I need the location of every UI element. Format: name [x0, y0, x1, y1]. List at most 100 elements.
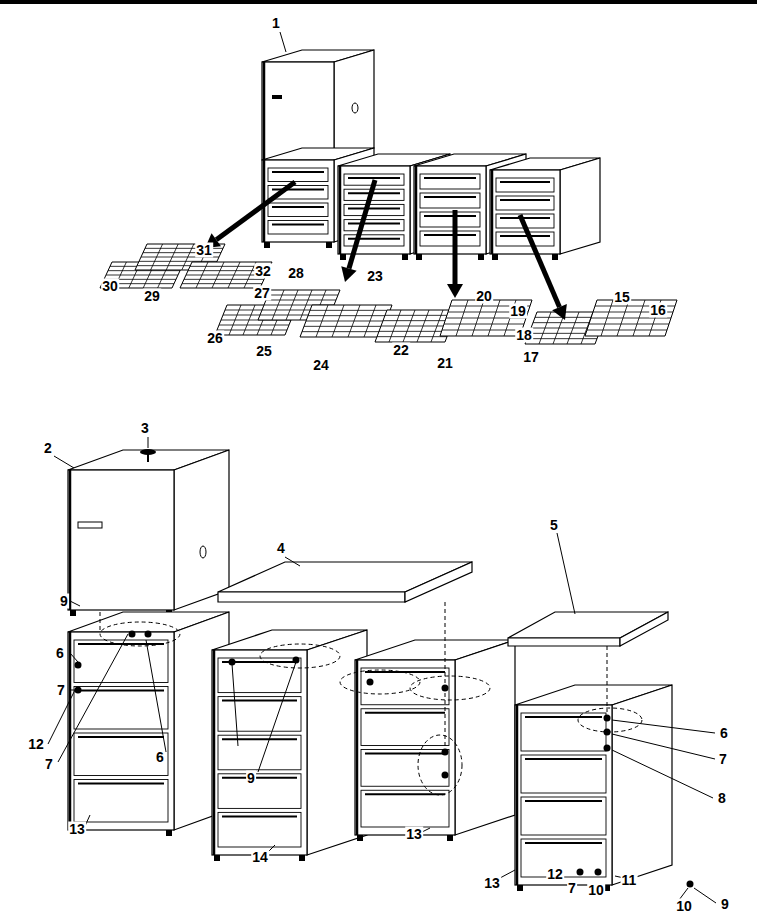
- drawer-front: [74, 733, 168, 776]
- drawer-handle: [222, 700, 297, 702]
- hardware: [604, 729, 611, 736]
- cabinet: [490, 158, 600, 260]
- callout-number: 9: [59, 594, 69, 609]
- cabinet-foot: [70, 610, 76, 616]
- cabinet-foot: [299, 855, 305, 861]
- tray-divider: [302, 331, 382, 332]
- drawer-handle: [222, 738, 297, 740]
- tray: [585, 300, 677, 336]
- drawer-front: [496, 196, 554, 210]
- callout-number: 24: [312, 358, 330, 373]
- drawer-handle: [424, 177, 476, 179]
- drawer-front: [420, 212, 480, 227]
- callout-number: 8: [717, 791, 727, 806]
- leader-line: [557, 533, 575, 614]
- cabinet-foot: [402, 254, 408, 260]
- tray-divider: [442, 330, 522, 331]
- cabinet-edge: [213, 650, 216, 855]
- leader-line: [280, 32, 286, 52]
- cabinet-foot: [214, 855, 220, 861]
- callout-number: 2: [43, 441, 53, 456]
- cabinet-front: [338, 166, 410, 254]
- pointer-arrow: [520, 215, 559, 307]
- drawer-front: [361, 750, 449, 787]
- drawer-trays: [100, 180, 677, 344]
- tray-divider: [243, 305, 255, 335]
- drawer-front: [420, 174, 480, 189]
- tray-divider: [151, 244, 163, 270]
- callout-number: 23: [366, 269, 384, 284]
- callout-number: 7: [718, 752, 728, 767]
- tray-divider: [229, 305, 241, 335]
- tray-divider: [219, 325, 289, 326]
- cabinet-foot: [326, 242, 332, 248]
- detail-cluster: [100, 622, 180, 646]
- drawer-front: [218, 735, 301, 770]
- leader-line: [70, 601, 80, 606]
- leader-line: [612, 720, 715, 733]
- tray-divider: [403, 310, 415, 342]
- hardware: [367, 679, 374, 686]
- cabinet-front: [414, 166, 486, 254]
- alignment-line: [445, 602, 446, 750]
- drawer-front: [420, 231, 480, 246]
- tray-divider: [389, 310, 401, 342]
- alignment-line: [100, 612, 101, 630]
- cabinet-front: [68, 632, 174, 830]
- drawer-handle: [525, 758, 602, 760]
- pointer-arrowhead: [341, 266, 356, 282]
- callout-number: 4: [276, 541, 286, 556]
- cabinet-front: [355, 660, 455, 835]
- cabinet-foot: [552, 254, 558, 260]
- tray-divider: [417, 310, 429, 342]
- countertop-edge: [620, 612, 668, 646]
- leader-line: [500, 870, 515, 878]
- lock: [352, 103, 358, 113]
- tray-divider: [212, 262, 224, 288]
- pointer-arrowhead: [447, 284, 463, 298]
- lock: [200, 546, 206, 558]
- alignment-line: [607, 646, 608, 712]
- tray-divider: [385, 315, 455, 316]
- cabinet-foot: [447, 835, 453, 841]
- detail-cluster: [260, 644, 340, 668]
- leader-line: [258, 662, 296, 772]
- cabinet-foot: [416, 254, 422, 260]
- tray-divider: [539, 312, 551, 344]
- leader-line: [48, 690, 75, 744]
- cabinet-edge: [69, 632, 72, 830]
- door-handle: [78, 522, 102, 528]
- tray-divider: [316, 305, 328, 337]
- drawer-front: [420, 193, 480, 208]
- drawer-front: [218, 812, 301, 847]
- callout-number: 10: [675, 899, 693, 914]
- drawer-handle: [424, 215, 476, 217]
- drawer-handle: [500, 217, 550, 219]
- callout-number: 6: [719, 726, 729, 741]
- cabinet-edge: [339, 166, 342, 254]
- callout-number: 13: [483, 876, 501, 891]
- cabinet-foot: [264, 242, 270, 248]
- callout-number: 29: [143, 289, 161, 304]
- hardware: [687, 881, 694, 888]
- tray-divider: [431, 310, 443, 342]
- drawer-front: [218, 697, 301, 732]
- pointer-arrowhead: [552, 304, 567, 320]
- tray-divider: [589, 324, 669, 325]
- leader-line: [58, 634, 128, 762]
- drawer-handle: [500, 199, 550, 201]
- tray-divider: [272, 290, 284, 320]
- tray-divider: [310, 310, 390, 311]
- drawer-front: [521, 755, 606, 793]
- leader-line: [694, 888, 716, 903]
- hardware: [129, 631, 136, 638]
- door-badge: [272, 95, 282, 99]
- drawer-handle: [272, 224, 324, 226]
- drawer-handle: [222, 777, 297, 779]
- callout-number: 11: [621, 873, 638, 888]
- tray-divider: [587, 330, 667, 331]
- callout-number: 12: [546, 867, 564, 882]
- drawer-handle: [500, 181, 550, 183]
- hardware: [75, 662, 82, 669]
- countertop-edge: [508, 638, 620, 646]
